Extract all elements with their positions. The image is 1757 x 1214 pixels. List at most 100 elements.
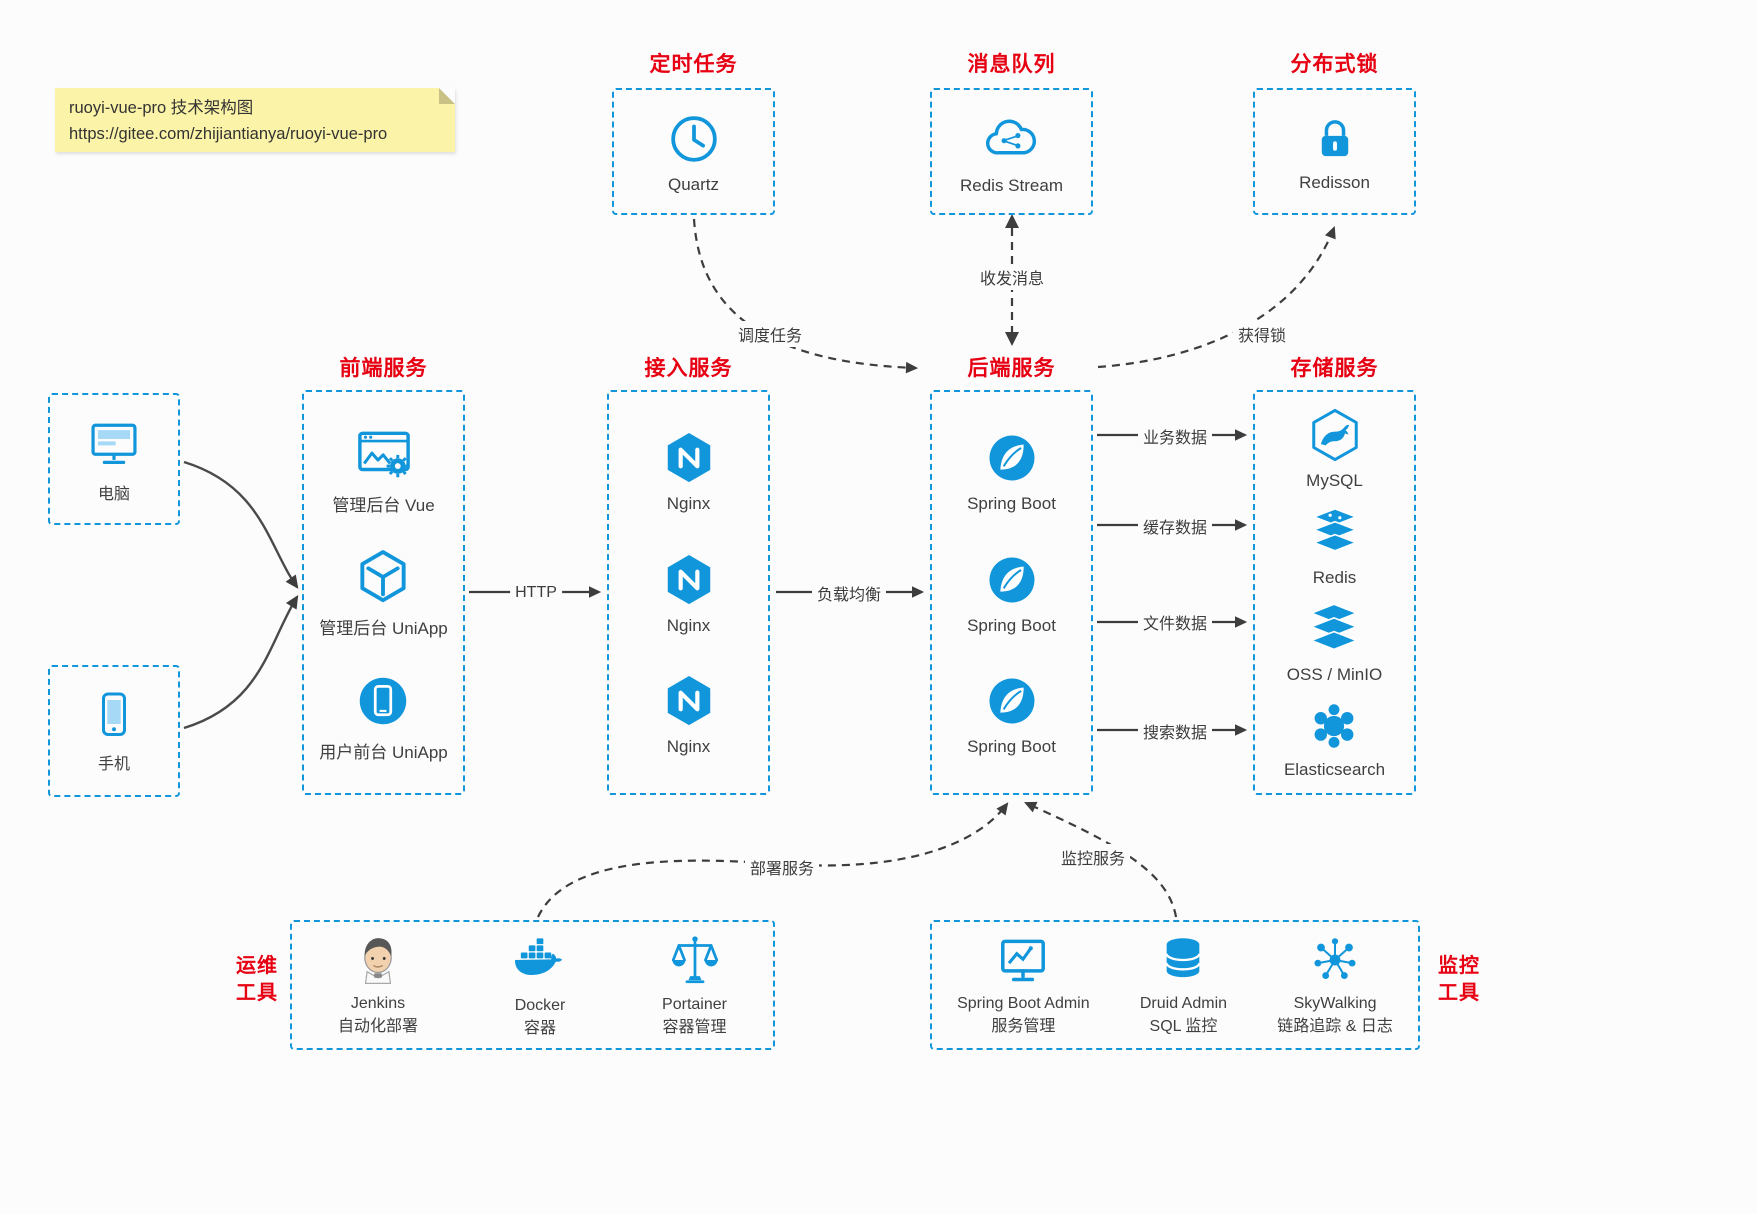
- oss-minio-node: OSS / MinIO: [1287, 601, 1382, 685]
- edge-label-deploy: 部署服务: [744, 854, 820, 880]
- stream-cloud-icon: [980, 108, 1042, 170]
- monitoring-tools-label-line2: 工具: [1438, 982, 1480, 1004]
- scheduled-tasks-title: 定时任务: [649, 53, 738, 76]
- docker-icon: [510, 930, 570, 990]
- frontend-uniapp-admin-label: 管理后台 UniApp: [319, 619, 448, 638]
- frontend-uniapp-admin-node: 管理后台 UniApp: [319, 546, 448, 639]
- edge-label-message: 收发消息: [974, 264, 1050, 290]
- edge-label-schedule: 调度任务: [732, 321, 808, 347]
- ops-tools-label: 运维 工具: [232, 953, 282, 1007]
- redis-label: Redis: [1312, 568, 1357, 587]
- spring-boot-node: Spring Boot: [967, 671, 1056, 757]
- arrow-monitor: [1024, 801, 1178, 918]
- edge-label-load-balance: 负载均衡: [811, 580, 887, 606]
- redis-node: Redis: [1306, 504, 1364, 588]
- edge-label-biz-data: 业务数据: [1137, 423, 1213, 449]
- quartz-node: Quartz: [664, 109, 724, 195]
- quartz-label: Quartz: [667, 174, 720, 194]
- monitoring-tools-label-line1: 监控: [1438, 955, 1480, 977]
- frontend-vue-admin-node: 管理后台 Vue: [332, 423, 435, 516]
- quartz-box: Quartz: [612, 88, 775, 215]
- redisson-label: Redisson: [1299, 172, 1370, 192]
- druid-admin-node: Druid Admin SQL 监控: [1140, 932, 1227, 1037]
- nginx-icon: [659, 671, 719, 731]
- arrow-phone-to-frontend: [183, 595, 299, 730]
- pc-label: 电脑: [97, 486, 130, 503]
- druid-admin-desc: SQL 监控: [1149, 1018, 1218, 1035]
- uniapp-hexagon-icon: [352, 546, 414, 608]
- skywalking-label: SkyWalking: [1293, 995, 1377, 1013]
- docker-desc: 容器: [524, 1020, 557, 1037]
- user-uniapp-icon: [352, 670, 414, 732]
- distributed-lock-title: 分布式锁: [1290, 53, 1379, 76]
- pc-client-box: 电脑: [48, 393, 180, 525]
- gateway-services-title: 接入服务: [644, 357, 733, 380]
- spring-boot-icon: [982, 550, 1042, 610]
- frontend-services-title: 前端服务: [339, 357, 428, 380]
- docker-node: Docker 容器: [510, 930, 570, 1039]
- backend-services-title: 后端服务: [967, 357, 1056, 380]
- edge-label-http: HTTP: [510, 583, 562, 603]
- note-url: https://gitee.com/zhijiantianya/ruoyi-vu…: [69, 124, 388, 143]
- elasticsearch-label: Elasticsearch: [1283, 760, 1386, 779]
- portainer-label: Portainer: [662, 996, 727, 1014]
- redisson-node: Redisson: [1299, 111, 1370, 193]
- nginx-label: Nginx: [666, 615, 711, 635]
- frontend-uniapp-user-node: 用户前台 UniApp: [319, 670, 448, 763]
- mysql-label: MySQL: [1306, 471, 1363, 490]
- jenkins-node: Jenkins 自动化部署: [338, 932, 418, 1037]
- portainer-node: Portainer 容器管理: [662, 931, 727, 1038]
- jenkins-desc: 自动化部署: [338, 1018, 419, 1035]
- note-title: ruoyi-vue-pro 技术架构图: [69, 99, 254, 117]
- mobile-client-box: 手机: [48, 665, 180, 797]
- nginx-node: Nginx: [659, 671, 719, 757]
- nginx-label: Nginx: [666, 493, 711, 513]
- edge-label-cache-data: 缓存数据: [1137, 513, 1213, 539]
- spring-boot-label: Spring Boot: [967, 615, 1056, 635]
- nginx-icon: [659, 428, 719, 488]
- nginx-node: Nginx: [659, 428, 719, 514]
- arrow-pc-to-frontend: [183, 460, 299, 589]
- frontend-vue-admin-label: 管理后台 Vue: [332, 495, 435, 515]
- portainer-scales-icon: [666, 931, 724, 989]
- frontend-services-box: 管理后台 Vue 管理后台 UniApp 用户前台 UniApp: [302, 390, 465, 795]
- elasticsearch-icon: [1306, 698, 1362, 754]
- spring-boot-admin-icon: [995, 932, 1051, 988]
- jenkins-label: Jenkins: [350, 995, 406, 1013]
- skywalking-node: SkyWalking 链路追踪 & 日志: [1277, 932, 1393, 1037]
- spring-boot-admin-label: Spring Boot Admin: [957, 995, 1090, 1013]
- edge-label-file-data: 文件数据: [1137, 609, 1213, 635]
- monitor-icon: [85, 414, 143, 472]
- edge-label-get-lock: 获得锁: [1232, 321, 1292, 347]
- arrow-schedule: [692, 218, 919, 374]
- spring-boot-admin-node: Spring Boot Admin 服务管理: [957, 932, 1090, 1037]
- redis-stream-node: Redis Stream: [960, 108, 1063, 196]
- backend-services-box: Spring Boot Spring Boot Spring Boot: [930, 390, 1093, 795]
- portainer-desc: 容器管理: [662, 1019, 727, 1036]
- spring-boot-node: Spring Boot: [967, 428, 1056, 514]
- message-arrowheads: [1005, 214, 1019, 346]
- skywalking-topology-icon: [1307, 932, 1363, 988]
- mysql-node: MySQL: [1305, 405, 1365, 491]
- nginx-label: Nginx: [666, 737, 711, 757]
- database-icon: [1155, 932, 1211, 988]
- clock-icon: [664, 109, 724, 169]
- monitoring-tools-label: 监控 工具: [1434, 953, 1484, 1007]
- monitoring-tools-box: Spring Boot Admin 服务管理 Druid Admin SQL 监…: [930, 920, 1420, 1050]
- spring-boot-label: Spring Boot: [967, 493, 1056, 513]
- redisson-box: Redisson: [1253, 88, 1416, 215]
- storage-services-box: MySQL Redis: [1253, 390, 1416, 795]
- oss-minio-label: OSS / MinIO: [1286, 665, 1383, 684]
- elasticsearch-node: Elasticsearch: [1284, 698, 1385, 780]
- frontend-uniapp-user-label: 用户前台 UniApp: [319, 742, 448, 762]
- skywalking-desc: 链路追踪 & 日志: [1277, 1018, 1393, 1035]
- smartphone-icon: [87, 688, 141, 742]
- mysql-icon: [1305, 405, 1365, 465]
- message-queue-title: 消息队列: [967, 53, 1056, 76]
- redis-stream-label: Redis Stream: [960, 175, 1063, 195]
- jenkins-icon: [350, 932, 406, 988]
- edge-label-search-data: 搜索数据: [1137, 718, 1213, 744]
- edge-label-monitor: 监控服务: [1055, 844, 1131, 870]
- spring-boot-icon: [982, 428, 1042, 488]
